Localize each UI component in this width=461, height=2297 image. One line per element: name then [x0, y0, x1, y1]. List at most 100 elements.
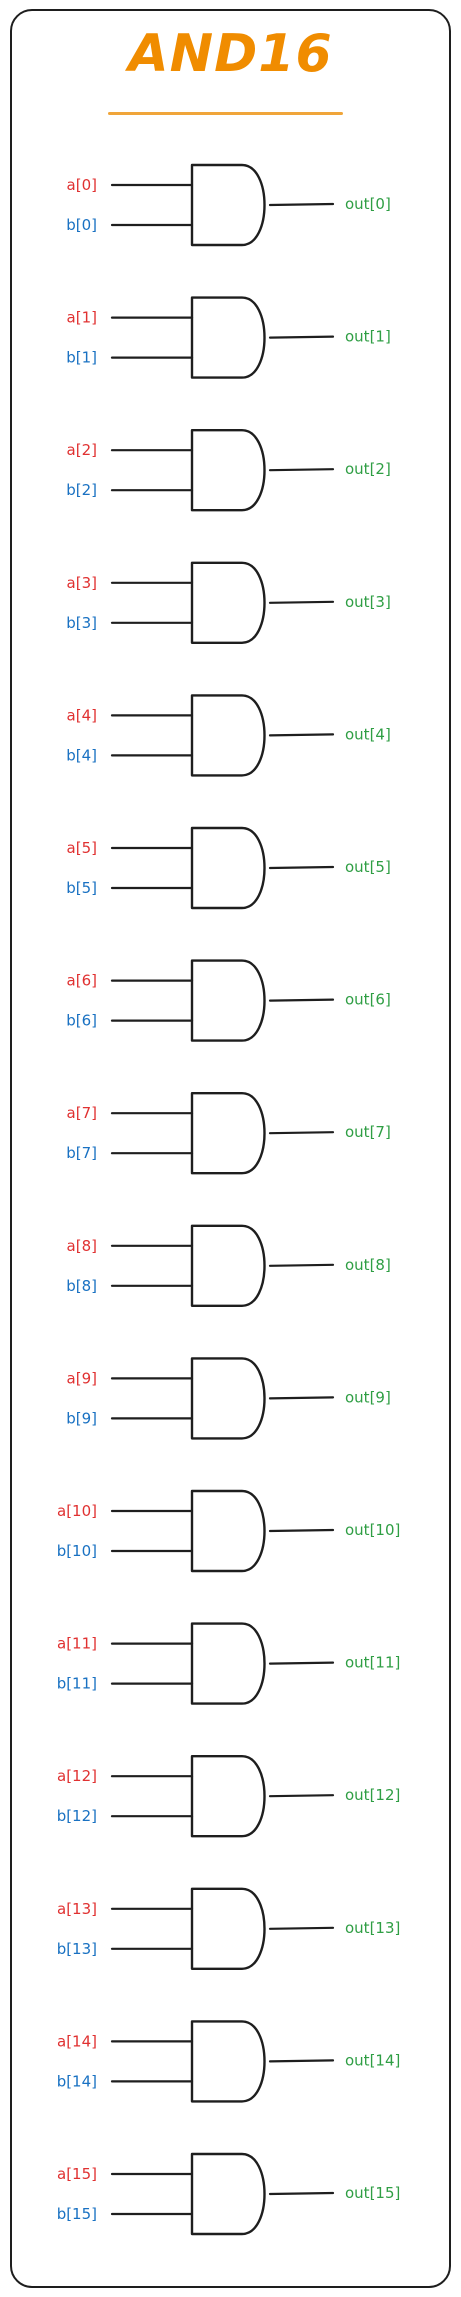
output-label: out[15]	[345, 2184, 400, 2202]
output-label: out[4]	[345, 725, 391, 743]
input-a-label: a[8]	[67, 1237, 97, 1255]
title-underline	[108, 112, 343, 115]
and-gate-body-7	[190, 1092, 266, 1175]
output-label: out[5]	[345, 858, 391, 876]
wire-out-7	[268, 1131, 335, 1135]
and-gate-14: a[14] b[14] out[14]	[57, 2020, 400, 2103]
output-label: out[2]	[345, 460, 391, 478]
wire-out-12	[268, 1794, 335, 1798]
wire-out-0	[268, 202, 335, 207]
and-gate-body-3	[190, 561, 266, 644]
input-b-label: b[10]	[57, 1542, 97, 1560]
output-label: out[6]	[345, 991, 391, 1009]
wire-out-6	[268, 998, 335, 1002]
and-gate-body-14	[190, 2020, 266, 2103]
and-gate-body-4	[190, 694, 266, 777]
output-label: out[10]	[345, 1521, 400, 1539]
and-gate-8: a[8] b[8] out[8]	[66, 1224, 391, 1307]
and-gate-6: a[6] b[6] out[6]	[66, 959, 391, 1042]
input-a-label: a[5]	[67, 839, 97, 857]
input-b-label: b[0]	[66, 216, 97, 234]
and-gate-15: a[15] b[15] out[15]	[57, 2152, 400, 2236]
input-b-label: b[6]	[66, 1012, 97, 1030]
input-a-label: a[4]	[67, 706, 97, 724]
diagram-frame	[10, 9, 451, 2288]
input-a-label: a[7]	[67, 1104, 97, 1122]
input-a-label: a[9]	[67, 1369, 97, 1387]
and-gate-1: a[1] b[1] out[1]	[66, 296, 391, 379]
input-b-label: b[11]	[57, 1675, 97, 1693]
input-a-label: a[2]	[67, 441, 97, 459]
and-gate-body-10	[190, 1489, 266, 1573]
wire-out-9	[268, 1396, 335, 1400]
input-b-label: b[12]	[57, 1807, 97, 1825]
and-gate-2: a[2] b[2] out[2]	[66, 429, 391, 512]
input-b-label: b[2]	[66, 481, 97, 499]
input-b-label: b[8]	[66, 1277, 97, 1295]
wire-out-15	[268, 2191, 335, 2196]
and-gate-body-12	[190, 1755, 266, 1838]
output-label: out[7]	[345, 1123, 391, 1141]
input-a-label: a[11]	[57, 1635, 97, 1653]
wire-out-14	[268, 2059, 335, 2063]
input-b-label: b[5]	[66, 879, 97, 897]
and-gate-7: a[7] b[7] out[7]	[66, 1092, 391, 1175]
and-gate-body-5	[190, 826, 266, 910]
input-b-label: b[9]	[66, 1409, 97, 1427]
output-label: out[3]	[345, 593, 391, 611]
input-a-label: a[13]	[57, 1900, 97, 1918]
wire-out-11	[268, 1661, 335, 1665]
output-label: out[12]	[345, 1786, 400, 1804]
wire-out-5	[268, 865, 335, 870]
and-gate-13: a[13] b[13] out[13]	[57, 1887, 400, 1970]
input-a-label: a[12]	[57, 1767, 97, 1785]
and-gate-body-15	[190, 2152, 266, 2236]
output-label: out[11]	[345, 1654, 400, 1672]
output-label: out[0]	[345, 195, 391, 213]
input-a-label: a[1]	[67, 309, 97, 327]
input-b-label: b[4]	[66, 746, 97, 764]
and-gate-body-2	[190, 429, 266, 512]
and-gate-body-1	[190, 296, 266, 379]
wire-out-1	[268, 335, 335, 339]
wire-out-13	[268, 1926, 335, 1930]
and-gate-body-9	[190, 1357, 266, 1440]
input-b-label: b[7]	[66, 1144, 97, 1162]
and-gate-0: a[0] b[0] out[0]	[66, 163, 391, 247]
and-gate-4: a[4] b[4] out[4]	[66, 694, 391, 777]
wire-out-4	[268, 733, 335, 737]
output-label: out[9]	[345, 1388, 391, 1406]
output-label: out[14]	[345, 2051, 400, 2069]
and-gate-12: a[12] b[12] out[12]	[57, 1755, 400, 1838]
and-gate-3: a[3] b[3] out[3]	[66, 561, 391, 644]
diagram-title: AND16	[128, 24, 333, 84]
input-a-label: a[3]	[67, 574, 97, 592]
output-label: out[8]	[345, 1256, 391, 1274]
input-a-label: a[14]	[57, 2032, 97, 2050]
wire-out-8	[268, 1263, 335, 1267]
and-gate-body-8	[190, 1224, 266, 1307]
input-a-label: a[6]	[67, 972, 97, 990]
and-gate-body-13	[190, 1887, 266, 1970]
input-b-label: b[3]	[66, 614, 97, 632]
and-gate-5: a[5] b[5] out[5]	[66, 826, 391, 910]
and-gate-11: a[11] b[11] out[11]	[57, 1622, 400, 1705]
input-a-label: a[15]	[57, 2165, 97, 2183]
and-gate-body-11	[190, 1622, 266, 1705]
and-gate-body-0	[190, 163, 266, 247]
input-b-label: b[14]	[57, 2072, 97, 2090]
wire-out-10	[268, 1528, 335, 1533]
and-gate-body-6	[190, 959, 266, 1042]
wire-out-2	[268, 468, 335, 472]
output-label: out[13]	[345, 1919, 400, 1937]
input-a-label: a[0]	[67, 176, 97, 194]
input-a-label: a[10]	[57, 1502, 97, 1520]
input-b-label: b[1]	[66, 349, 97, 367]
input-b-label: b[13]	[57, 1940, 97, 1958]
output-label: out[1]	[345, 328, 391, 346]
wire-out-3	[268, 600, 335, 604]
input-b-label: b[15]	[57, 2205, 97, 2223]
and-gate-10: a[10] b[10] out[10]	[57, 1489, 400, 1573]
and-gate-9: a[9] b[9] out[9]	[66, 1357, 391, 1440]
